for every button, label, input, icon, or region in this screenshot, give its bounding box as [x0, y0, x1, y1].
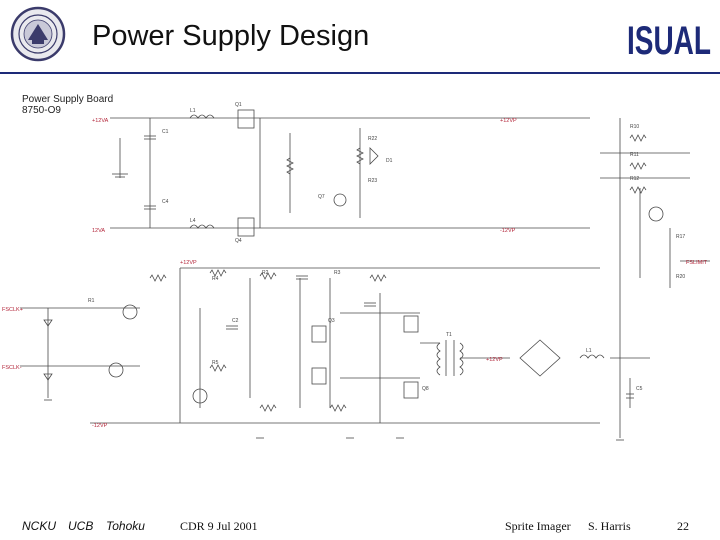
net-label: +12VP: [486, 357, 503, 363]
part-label: L1: [190, 108, 196, 114]
part-label: D1: [386, 158, 393, 164]
title-rule: [0, 72, 720, 74]
board-title: Power Supply Board: [22, 94, 113, 105]
part-label: C5: [636, 386, 643, 392]
part-label: R22: [368, 136, 377, 142]
part-label: Q3: [328, 318, 335, 324]
part-label: R20: [676, 274, 685, 280]
footer-org: NCKU: [22, 519, 57, 533]
part-label: R11: [630, 152, 639, 158]
part-label: Q4: [235, 238, 242, 244]
footer-event: CDR 9 Jul 2001: [180, 519, 258, 533]
part-label: Q7: [318, 194, 325, 200]
footer-org: Tohoku: [106, 519, 145, 533]
part-label: R17: [676, 234, 685, 240]
university-seal-icon: [10, 6, 66, 62]
net-label: +12VA: [92, 118, 109, 124]
part-label: R2: [262, 270, 269, 276]
footer-org: UCB: [68, 519, 94, 533]
net-label: FSLIMIT: [686, 260, 708, 266]
net-label: 12VA: [92, 228, 105, 234]
net-label: +12VP: [180, 260, 197, 266]
part-label: C2: [232, 318, 239, 324]
net-label: -12VP: [500, 228, 516, 234]
slide-title: Power Supply Design: [92, 20, 370, 52]
footer-author: S. Harris: [588, 519, 631, 533]
part-label: T1: [446, 332, 452, 338]
part-label: R12: [630, 176, 639, 182]
part-label: R4: [212, 276, 219, 282]
part-label: R5: [212, 360, 219, 366]
page-number: 22: [677, 519, 689, 533]
part-label: C1: [162, 129, 169, 135]
part-label: L4: [190, 218, 196, 224]
part-label: Q1: [235, 102, 242, 108]
net-label: FSCLK-: [2, 365, 22, 371]
schematic-diagram: Power Supply Board 8750-O9 +12VA 12VA +1…: [2, 94, 710, 441]
board-number: 8750-O9: [22, 105, 61, 116]
part-label: Q8: [422, 386, 429, 392]
logo-text: ISUAL: [627, 19, 711, 60]
part-label: R3: [334, 270, 341, 276]
part-label: L1: [586, 348, 592, 354]
part-label: C4: [162, 199, 169, 205]
footer-project: Sprite Imager: [505, 519, 571, 533]
part-label: R23: [368, 178, 377, 184]
net-label: +12VP: [500, 118, 517, 124]
part-label: R10: [630, 124, 639, 130]
net-label: FSCLK+: [2, 307, 23, 313]
net-label: -12VP: [92, 423, 108, 429]
isual-logo-icon: ISUAL: [627, 19, 711, 60]
part-label: R1: [88, 298, 95, 304]
